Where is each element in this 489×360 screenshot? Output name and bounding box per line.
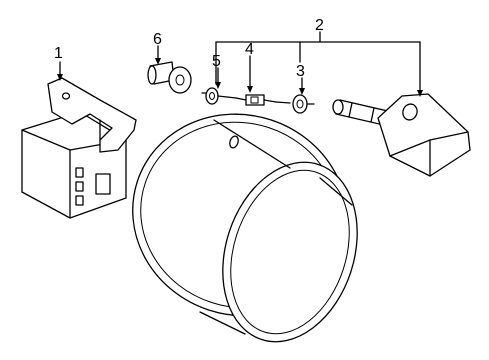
- callout-lines: [57, 31, 423, 97]
- callout-4: 4: [245, 41, 254, 58]
- wheel-rim-icon: [132, 113, 358, 343]
- callout-2: 2: [315, 17, 324, 34]
- tpms-sensor-assembly-icon: [332, 93, 471, 177]
- receiver-module-icon: [21, 77, 137, 219]
- valve-cap-icon: [275, 94, 315, 114]
- callout-3: 3: [296, 63, 305, 80]
- grommet-icon: [201, 87, 237, 105]
- callout-1: 1: [54, 45, 63, 62]
- callout-6: 6: [153, 31, 162, 48]
- nut-icon: [147, 61, 192, 94]
- callout-5: 5: [212, 53, 221, 70]
- valve-core-icon: [235, 94, 277, 106]
